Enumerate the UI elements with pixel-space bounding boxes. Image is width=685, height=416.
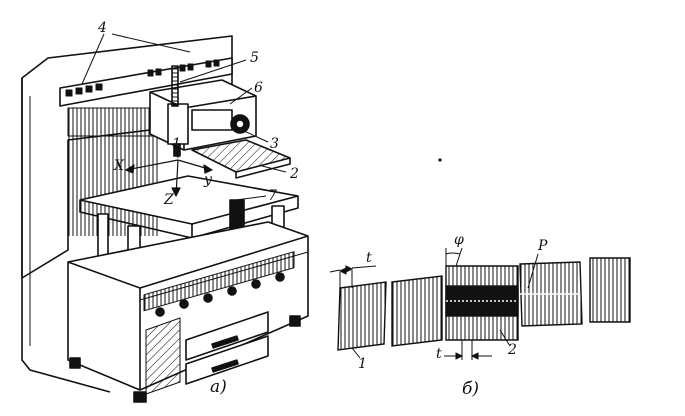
- figure-a-caption: а): [210, 377, 227, 397]
- dim-t-top: [329, 265, 377, 290]
- dim-t-bottom: [444, 340, 492, 360]
- p-leader: [527, 253, 539, 289]
- axis-z-label: Z: [163, 192, 174, 208]
- label-2: 2: [507, 342, 517, 358]
- strip-3: [519, 261, 583, 327]
- label-1: 1: [358, 356, 367, 372]
- callout-1: 1: [172, 136, 181, 152]
- drawer-upper: [185, 311, 269, 361]
- stray-dot: [438, 158, 442, 162]
- label-p: P: [537, 238, 548, 254]
- label-phi: φ: [454, 232, 464, 248]
- callout-4: 4: [97, 20, 107, 36]
- axis-x-label: X: [113, 158, 125, 174]
- dim-phi: [445, 247, 463, 267]
- strip-2a: [391, 275, 443, 347]
- optical-head: [149, 65, 257, 157]
- callout-leaders: [81, 33, 287, 201]
- figure-b-labels: t φ P t 1 2 б): [358, 232, 548, 399]
- callout-7: 7: [268, 188, 277, 204]
- figure-b-caption: б): [462, 379, 479, 399]
- axis-arrows: [125, 159, 213, 197]
- callout-6: 6: [254, 80, 263, 96]
- indicator-row-left: [65, 83, 103, 97]
- control-strip: [143, 251, 295, 312]
- machine-drawing: [21, 33, 309, 403]
- stripe-pattern: [329, 247, 631, 360]
- figure-a-labels: 4 5 6 3 1 2 7 X y Z а): [97, 20, 299, 397]
- label-t-top: t: [366, 250, 372, 266]
- strip-4: [589, 257, 631, 323]
- drawer-lower: [185, 335, 269, 385]
- callout-5: 5: [250, 50, 259, 66]
- label-t-bottom: t: [436, 346, 442, 362]
- callout-3: 3: [270, 136, 279, 152]
- control-knobs: [155, 272, 285, 317]
- axis-y-label: y: [203, 172, 213, 188]
- strip-1: [337, 281, 387, 351]
- indicator-row-right: [147, 59, 220, 77]
- callout-2: 2: [289, 166, 299, 182]
